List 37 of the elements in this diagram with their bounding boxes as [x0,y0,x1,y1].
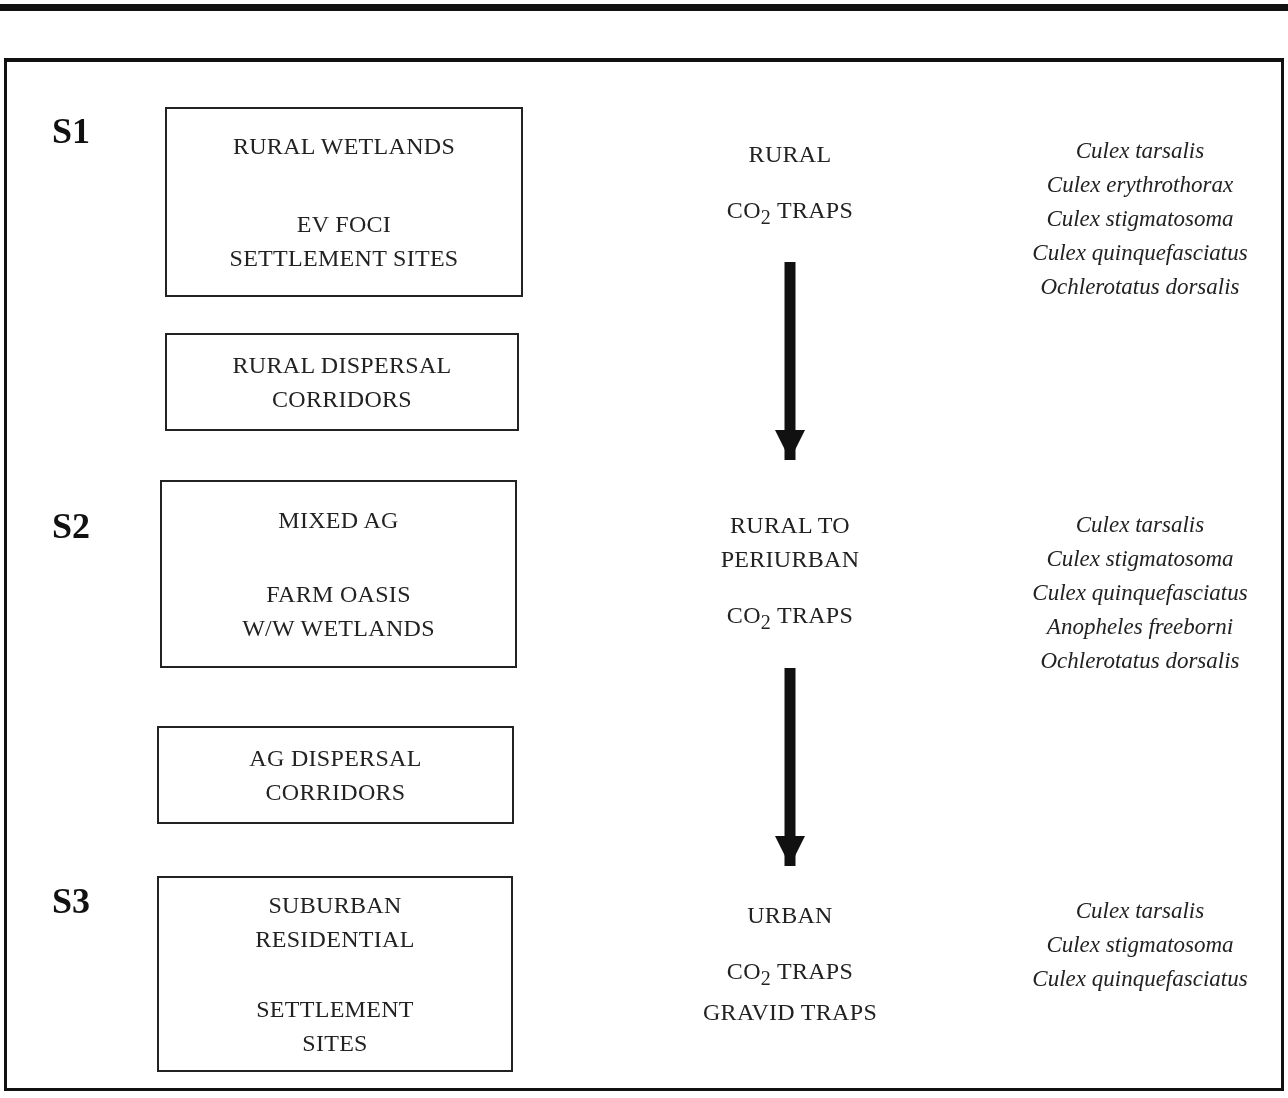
species-name: Culex stigmatosoma [1045,932,1235,958]
habitat-text: AG DISPERSAL CORRIDORS [248,744,423,807]
species-name: Culex tarsalis [1074,512,1206,538]
species-name: Ochlerotatus dorsalis [1039,274,1241,300]
habitat-text: RURAL DISPERSAL CORRIDORS [231,351,453,414]
habitat-text: RURAL WETLANDS [232,132,456,161]
trap-text: CO$_{2}$ TRAPS [726,196,854,230]
habitat-text: MIXED AG [278,506,399,535]
species-name: Ochlerotatus dorsalis [1039,648,1241,674]
trap-text: RURAL TO PERIURBAN [719,511,861,574]
species-name: Culex quinquefasciatus [1031,580,1249,606]
habitat-box [157,726,514,824]
species-name: Culex stigmatosoma [1045,546,1235,572]
species-name: Culex quinquefasciatus [1031,966,1249,992]
species-name: Culex erythrothorax [1045,172,1235,198]
habitat-text: FARM OASIS W/W WETLANDS [241,580,436,643]
species-name: Culex quinquefasciatus [1031,240,1249,266]
trap-text: URBAN [747,901,833,930]
habitat-box [165,107,523,297]
stage-label: S3 [52,880,91,922]
stage-label: S2 [52,505,91,547]
species-name: Culex tarsalis [1074,138,1206,164]
habitat-text: SUBURBAN RESIDENTIAL [254,891,416,954]
trap-text: CO$_{2}$ TRAPS [726,601,854,635]
habitat-box [157,876,513,1072]
species-name: Anopheles freeborni [1044,614,1235,640]
species-name: Culex tarsalis [1074,898,1206,924]
stage-label: S1 [52,110,91,152]
habitat-text: SETTLEMENT SITES [255,995,415,1058]
trap-text: CO$_{2}$ TRAPS GRAVID TRAPS [701,957,879,1027]
species-name: Culex stigmatosoma [1045,206,1235,232]
habitat-box [165,333,519,431]
trap-text: RURAL [748,140,832,169]
habitat-text: EV FOCI SETTLEMENT SITES [228,210,460,273]
arrow [775,668,805,866]
arrow [775,262,805,460]
habitat-box [160,480,517,668]
